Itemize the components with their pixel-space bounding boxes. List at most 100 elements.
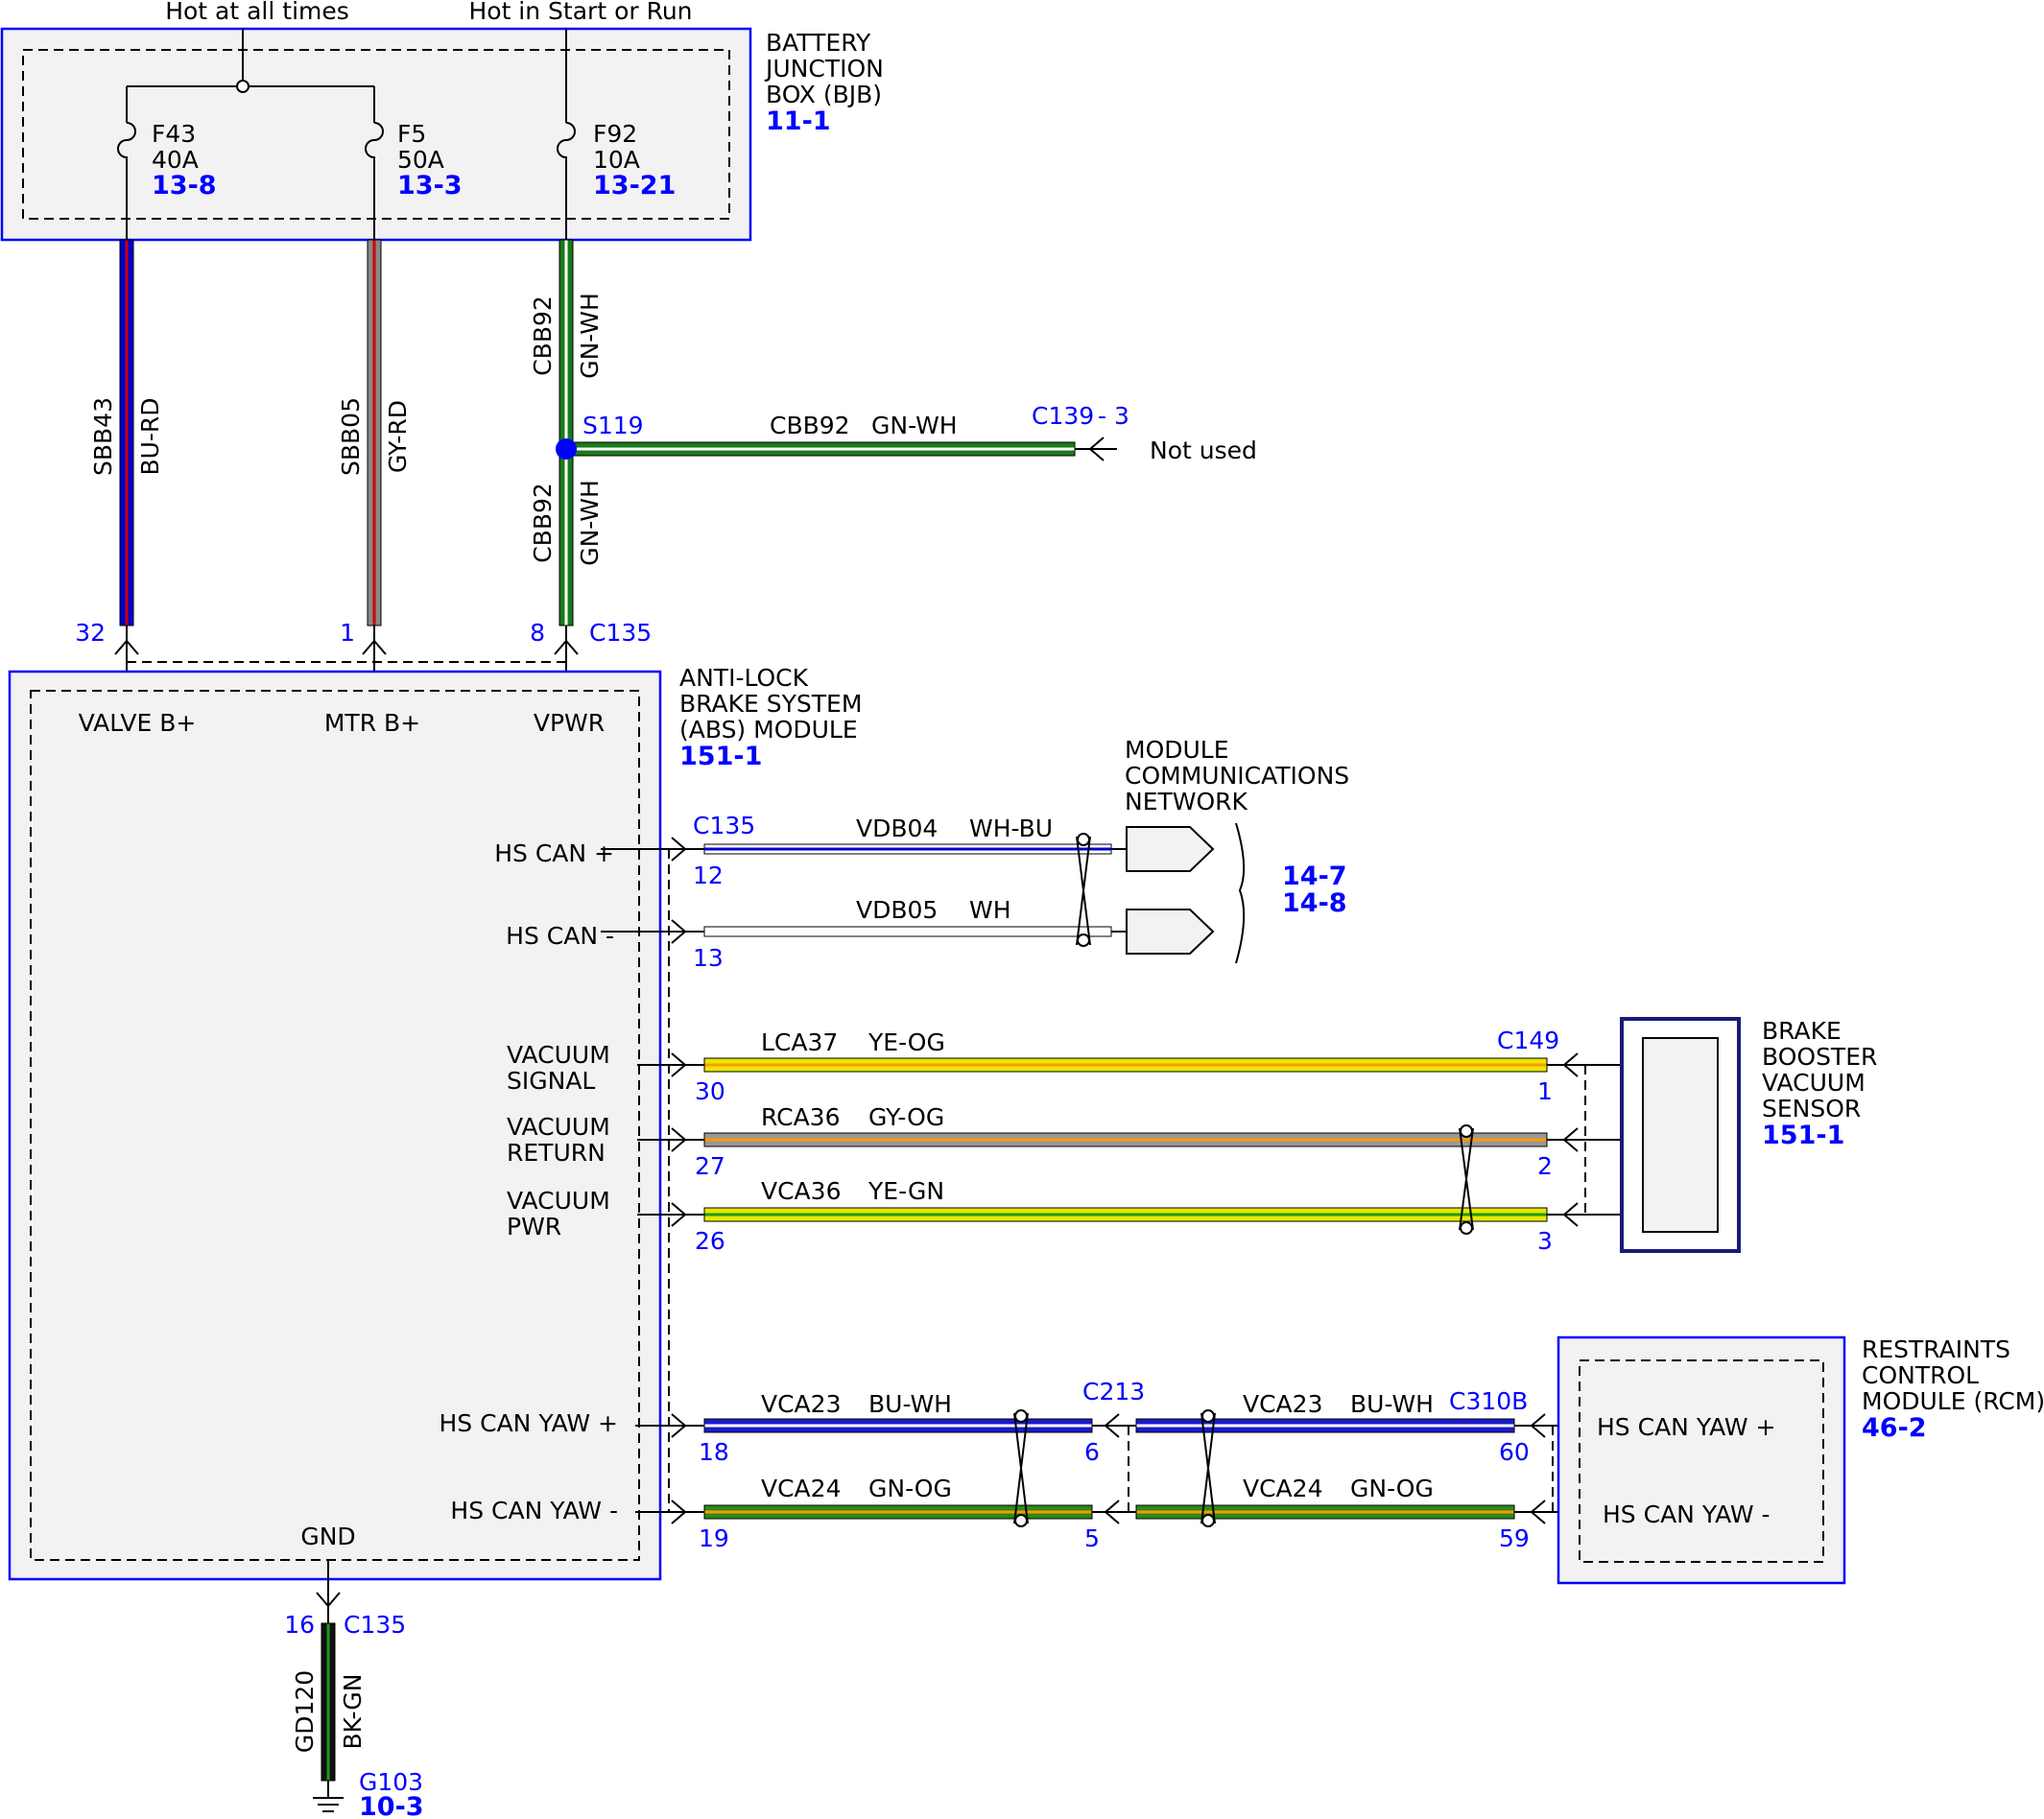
svg-text:13-8: 13-8	[152, 171, 217, 201]
vca36-circuit-label: VCA36	[761, 1177, 841, 1205]
wire-vdb04[interactable]	[703, 843, 1112, 855]
brake-booster-vacuum-sensor[interactable]	[1620, 1017, 1741, 1253]
pin-19-label: 19	[699, 1524, 729, 1552]
wire-sbb43[interactable]	[119, 239, 134, 626]
c135-can-label: C135	[693, 812, 755, 839]
sbb43-color-label: BU-RD	[136, 397, 164, 475]
wire-vca24-left[interactable]	[703, 1504, 1093, 1520]
abs-pin-hs-can-minus: HS CAN -	[506, 922, 614, 950]
wire-lca37[interactable]	[703, 1057, 1548, 1073]
cbb92-top-circuit-label: CBB92	[529, 295, 557, 376]
vca23-left-color-label: BU-WH	[868, 1390, 952, 1418]
svg-text:RESTRAINTS: RESTRAINTS	[1862, 1335, 2010, 1363]
vdb-twisted-pair-icon	[1076, 836, 1091, 946]
svg-text:46-2: 46-2	[1862, 1413, 1927, 1443]
c213-connector[interactable]	[1092, 1413, 1136, 1524]
network-ref-14-8[interactable]: 14-8	[1282, 888, 1347, 918]
vca24-right-circuit-label: VCA24	[1243, 1475, 1322, 1502]
ground-g103-label: G103	[359, 1768, 423, 1796]
svg-text:VACUUM: VACUUM	[507, 1187, 610, 1215]
fuse-f5-label[interactable]: F5 50A 13-3	[397, 120, 463, 201]
ground-ref-label[interactable]: 10-3	[359, 1792, 424, 1819]
abs-pin-vacuum-signal: VACUUM SIGNAL	[507, 1041, 610, 1095]
vca23-left-circuit-label: VCA23	[761, 1390, 841, 1418]
svg-text:MODULE: MODULE	[1125, 736, 1229, 764]
sbb05-color-label: GY-RD	[384, 400, 412, 473]
vdb04-color-label: WH-BU	[969, 815, 1053, 842]
vacuum-pin-arrows-abs	[637, 1052, 704, 1227]
svg-text:13-3: 13-3	[397, 171, 463, 201]
abs-module-title: ANTI-LOCK BRAKE SYSTEM (ABS) MODULE 151-…	[679, 664, 862, 771]
rca36-color-label: GY-OG	[868, 1103, 944, 1131]
wire-cbb92-vertical[interactable]	[559, 239, 574, 626]
svg-text:VACUUM: VACUUM	[1762, 1069, 1866, 1097]
ground-pin-16-label: 16	[284, 1611, 315, 1639]
svg-text:F92: F92	[593, 120, 637, 148]
ground-connector-c135[interactable]	[316, 1560, 341, 1623]
lca37-circuit-label: LCA37	[761, 1028, 838, 1056]
gd120-circuit-label: GD120	[291, 1670, 319, 1753]
svg-text:F5: F5	[397, 120, 426, 148]
wire-vca24-right[interactable]	[1135, 1504, 1515, 1520]
wire-rca36[interactable]	[703, 1132, 1548, 1147]
wire-vca23-right[interactable]	[1135, 1418, 1515, 1433]
supply-junction-dot	[236, 80, 250, 93]
svg-text:151-1: 151-1	[1762, 1121, 1844, 1150]
battery-junction-box[interactable]	[0, 27, 752, 242]
svg-text:F43: F43	[152, 120, 196, 148]
svg-text:BOX (BJB): BOX (BJB)	[766, 81, 882, 108]
wire-vca36[interactable]	[703, 1207, 1548, 1222]
svg-text:151-1: 151-1	[679, 742, 762, 771]
abs-pin-gnd: GND	[300, 1523, 355, 1550]
svg-text:BRAKE SYSTEM: BRAKE SYSTEM	[679, 690, 862, 718]
c139-connector-label: C139	[1032, 402, 1094, 430]
fuse-f92-label[interactable]: F92 10A 13-21	[593, 120, 676, 201]
abs-pin-hs-can-plus: HS CAN +	[494, 839, 614, 867]
rcm-pin-hs-can-yaw-plus: HS CAN YAW +	[1597, 1413, 1776, 1441]
restraints-control-module[interactable]	[1557, 1335, 1846, 1585]
pin-18-label: 18	[699, 1438, 729, 1466]
pin-26-label: 26	[695, 1227, 725, 1255]
svg-text:VACUUM: VACUUM	[507, 1041, 610, 1069]
cbb92-branch-circuit-label: CBB92	[770, 412, 850, 439]
rcm-pin-59-label: 59	[1499, 1524, 1530, 1552]
wire-cbb92-branch[interactable]	[565, 441, 1076, 457]
svg-text:VACUUM: VACUUM	[507, 1113, 610, 1141]
module-communications-network-label: MODULE COMMUNICATIONS NETWORK	[1125, 736, 1349, 815]
wire-gd120[interactable]	[321, 1622, 336, 1782]
svg-text:BOOSTER: BOOSTER	[1762, 1043, 1877, 1071]
sbb05-circuit-label: SBB05	[337, 397, 365, 476]
sbb43-circuit-label: SBB43	[89, 397, 117, 476]
wire-vdb05[interactable]	[703, 926, 1112, 937]
svg-text:COMMUNICATIONS: COMMUNICATIONS	[1125, 762, 1349, 790]
svg-text:50A: 50A	[397, 146, 444, 174]
yaw-left-twisted-pair-icon	[1013, 1412, 1029, 1524]
svg-text:10A: 10A	[593, 146, 640, 174]
vca36-color-label: YE-GN	[868, 1177, 944, 1205]
abs-pin-mtr-b: MTR B+	[324, 709, 420, 737]
not-used-label: Not used	[1150, 437, 1257, 464]
network-connector-minus-icon	[1126, 909, 1215, 955]
network-ref-14-7[interactable]: 14-7	[1282, 862, 1347, 891]
pin-27-label: 27	[695, 1152, 725, 1180]
lca37-color-label: YE-OG	[868, 1028, 945, 1056]
wire-sbb05[interactable]	[367, 239, 382, 626]
network-connector-plus-icon	[1126, 826, 1215, 872]
c149-connector[interactable]	[1547, 1052, 1643, 1227]
svg-text:SIGNAL: SIGNAL	[507, 1067, 595, 1095]
vdb04-circuit-label: VDB04	[856, 815, 938, 842]
svg-text:ANTI-LOCK: ANTI-LOCK	[679, 664, 809, 692]
rca36-circuit-label: RCA36	[761, 1103, 841, 1131]
vca24-right-color-label: GN-OG	[1350, 1475, 1434, 1502]
c213-pin-6-label: 6	[1084, 1438, 1100, 1466]
splice-s119-icon[interactable]	[556, 438, 577, 460]
c213-pin-5-label: 5	[1084, 1524, 1100, 1552]
vca24-left-color-label: GN-OG	[868, 1475, 952, 1502]
svg-text:SENSOR: SENSOR	[1762, 1095, 1861, 1122]
fuse-f43-label[interactable]: F43 40A 13-8	[152, 120, 217, 201]
svg-text:RETURN: RETURN	[507, 1139, 606, 1167]
abs-module[interactable]	[8, 670, 662, 1581]
wire-vca23-left[interactable]	[703, 1418, 1093, 1433]
splice-s119-label: S119	[582, 412, 644, 439]
